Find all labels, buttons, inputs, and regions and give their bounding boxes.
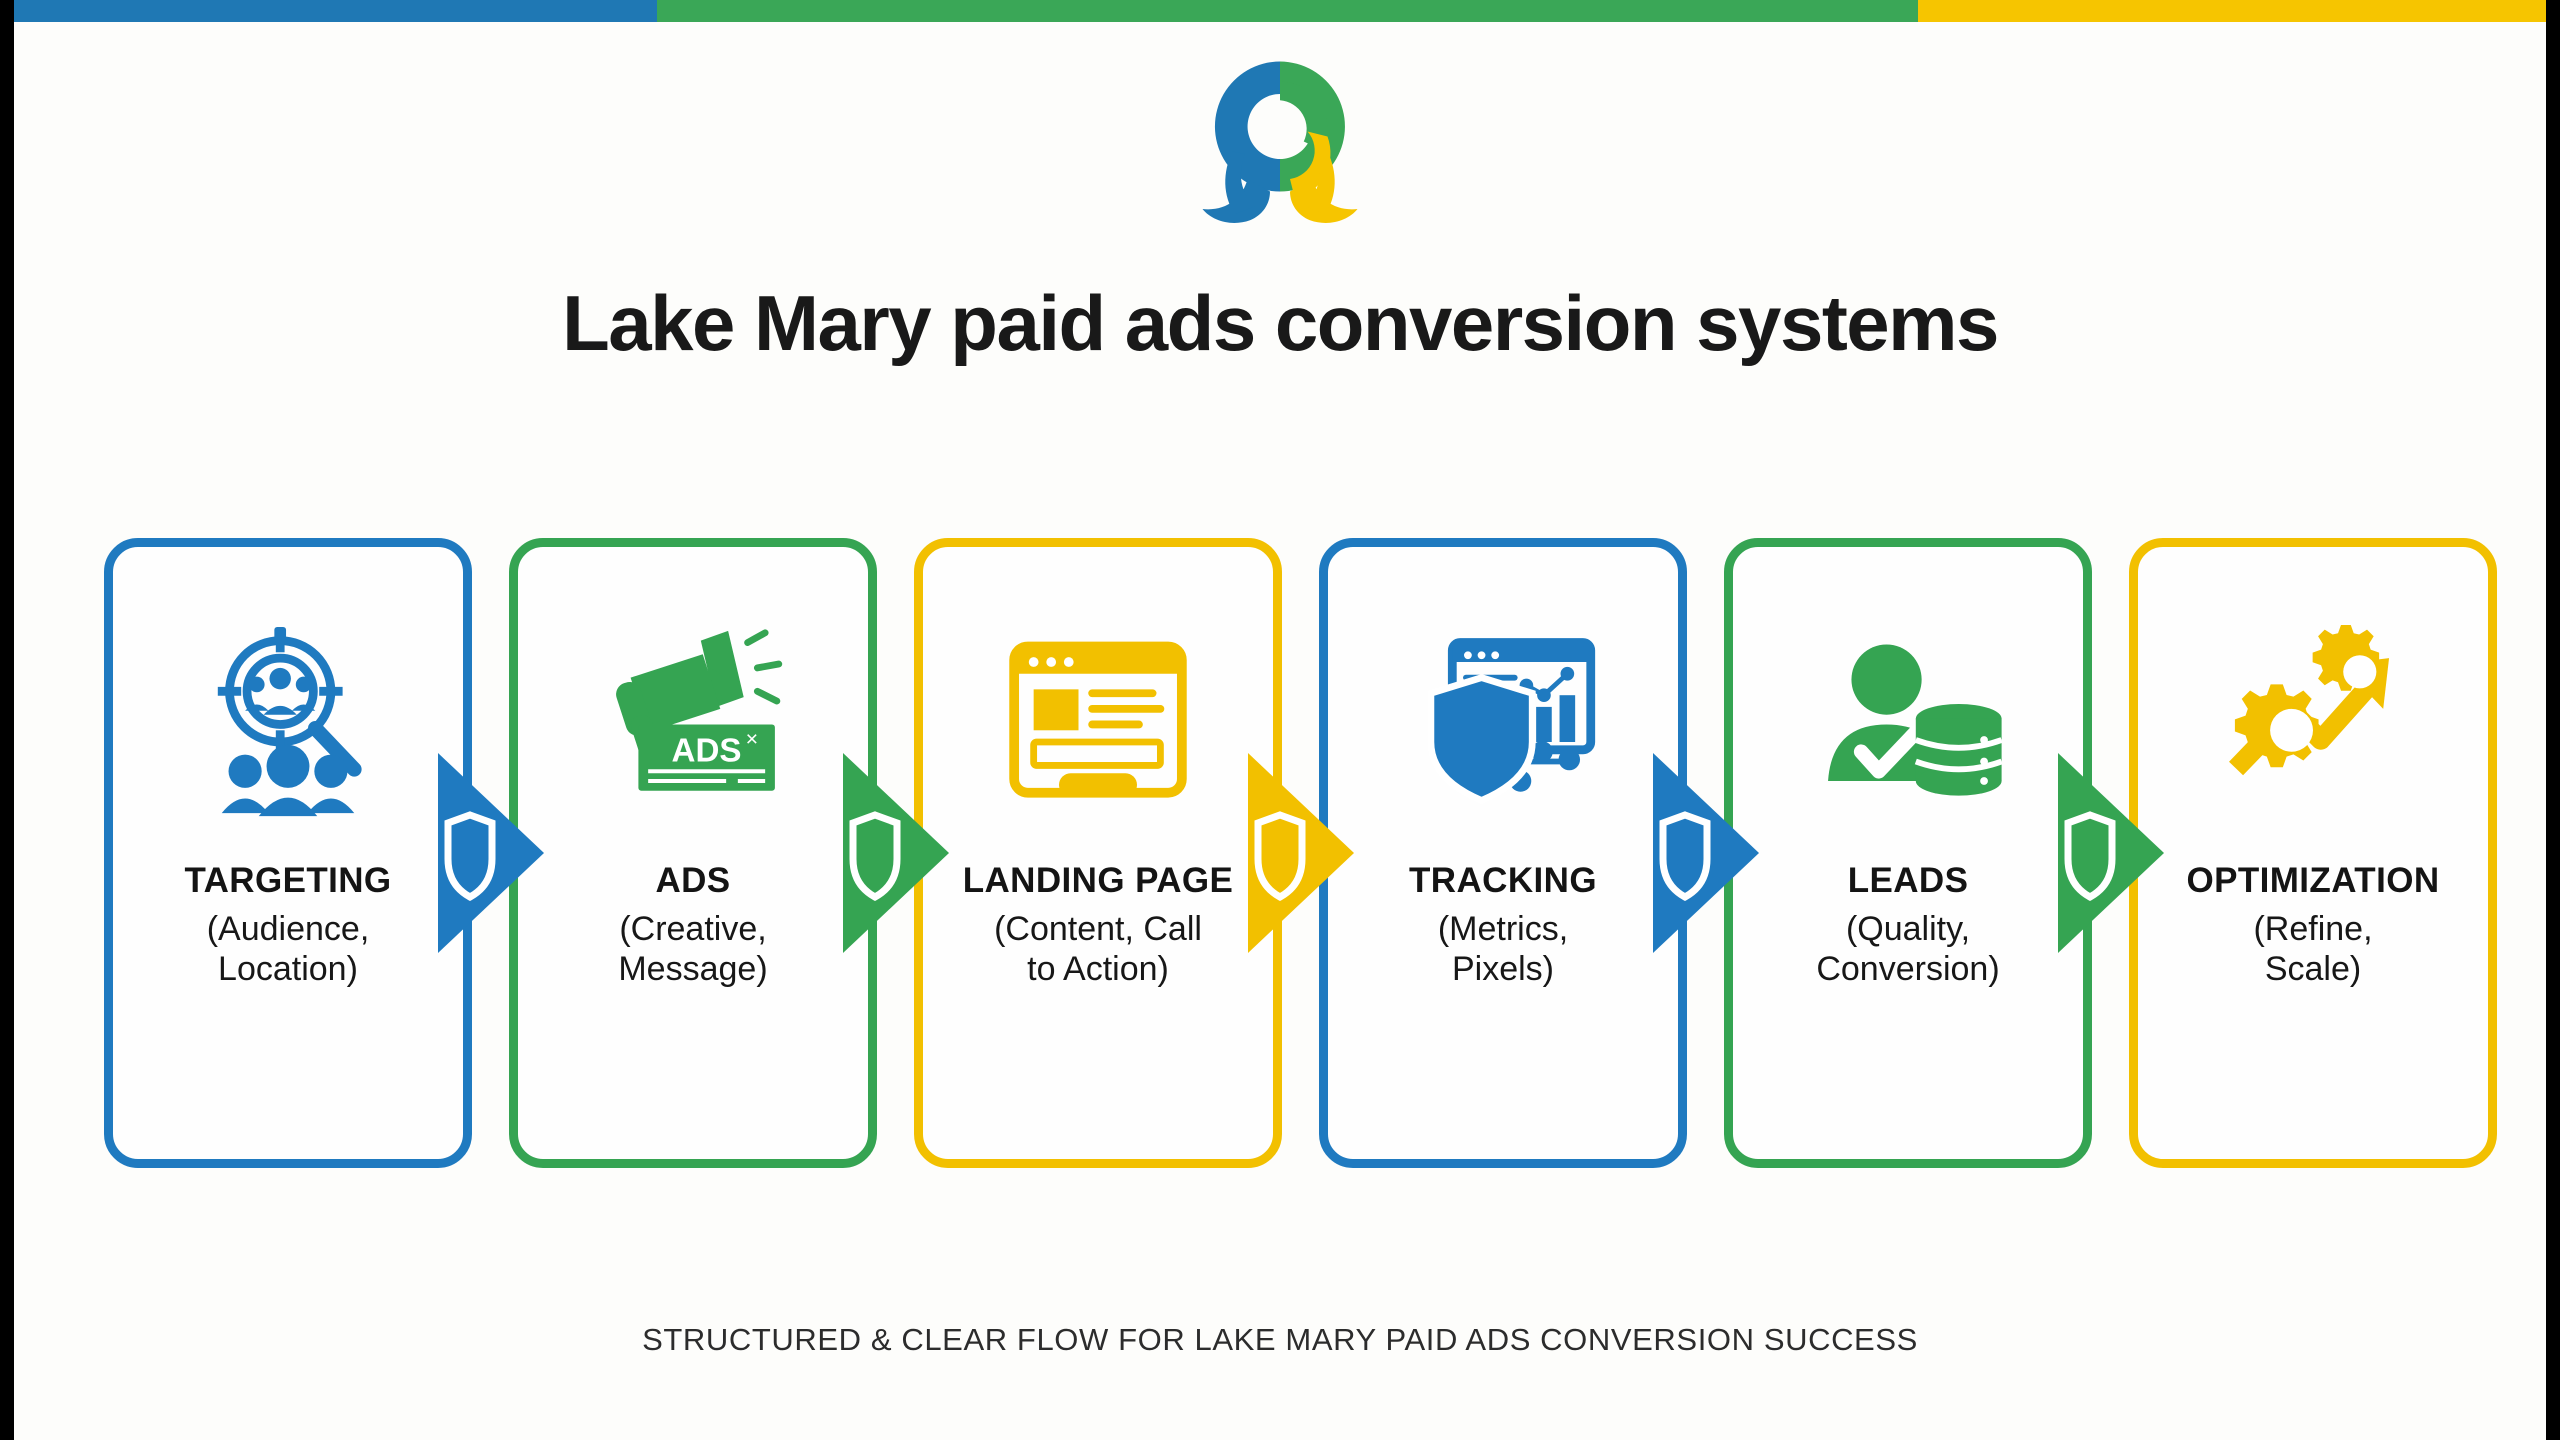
flow-step-card[interactable]: TRACKING (Metrics, Pixels): [1319, 538, 1687, 1168]
shield-analytics-icon: [1398, 625, 1608, 820]
megaphone-ads-icon: ADS ×: [588, 625, 798, 820]
flow-step-card[interactable]: LEADS (Quality, Conversion): [1724, 538, 2092, 1168]
flow-step-title: LEADS: [1847, 861, 1969, 900]
connector-arrow-shield-4: [1653, 753, 1759, 953]
target-audience-icon: [183, 625, 393, 820]
connector-arrow-shield-3: [1248, 753, 1354, 953]
connector-arrow-shield-2: [843, 753, 949, 953]
connector-arrow-shield-1: [438, 753, 544, 953]
omega-logo: [1155, 44, 1405, 229]
green-segment: [657, 0, 1919, 22]
user-check-database-icon: [1803, 625, 2013, 820]
flow-step-subtitle: (Content, Call to Action): [994, 909, 1202, 989]
blue-segment: [14, 0, 658, 22]
flow-step-card[interactable]: ADS × ADS (Creative, Message): [509, 538, 877, 1168]
flow-step-title: TRACKING: [1409, 861, 1597, 900]
flow-step-card[interactable]: TARGETING (Audience, Location): [104, 538, 472, 1168]
flow-step-subtitle: (Refine, Scale): [2253, 909, 2373, 989]
flow-step-title: LANDING PAGE: [962, 861, 1234, 900]
svg-text:×: ×: [746, 727, 759, 751]
flow-step-title: OPTIMIZATION: [2186, 861, 2440, 900]
flow-step-subtitle: (Creative, Message): [618, 909, 768, 989]
flow-step-title: ADS: [655, 861, 731, 900]
connector-arrow-shield-5: [2058, 753, 2164, 953]
flow-step-subtitle: (Metrics, Pixels): [1437, 909, 1569, 989]
flow-step-subtitle: (Audience, Location): [206, 909, 370, 989]
landing-page-browser-icon: [993, 625, 1203, 820]
flow-step-title: TARGETING: [184, 861, 392, 900]
footer-caption: STRUCTURED & CLEAR FLOW FOR LAKE MARY PA…: [642, 1322, 1918, 1357]
flow-step-subtitle: (Quality, Conversion): [1816, 909, 2000, 989]
flow-step-card[interactable]: LANDING PAGE (Content, Call to Action): [914, 538, 1282, 1168]
gears-growth-arrow-icon: [2208, 625, 2418, 820]
top-accent-bar: [14, 0, 2546, 22]
flow-step-card[interactable]: OPTIMIZATION (Refine, Scale): [2129, 538, 2497, 1168]
page-title: Lake Mary paid ads conversion systems: [562, 279, 1999, 367]
yellow-segment: [1918, 0, 2546, 22]
svg-text:ADS: ADS: [672, 733, 742, 770]
process-flow: TARGETING (Audience, Location) ADS ×: [104, 538, 2497, 1168]
